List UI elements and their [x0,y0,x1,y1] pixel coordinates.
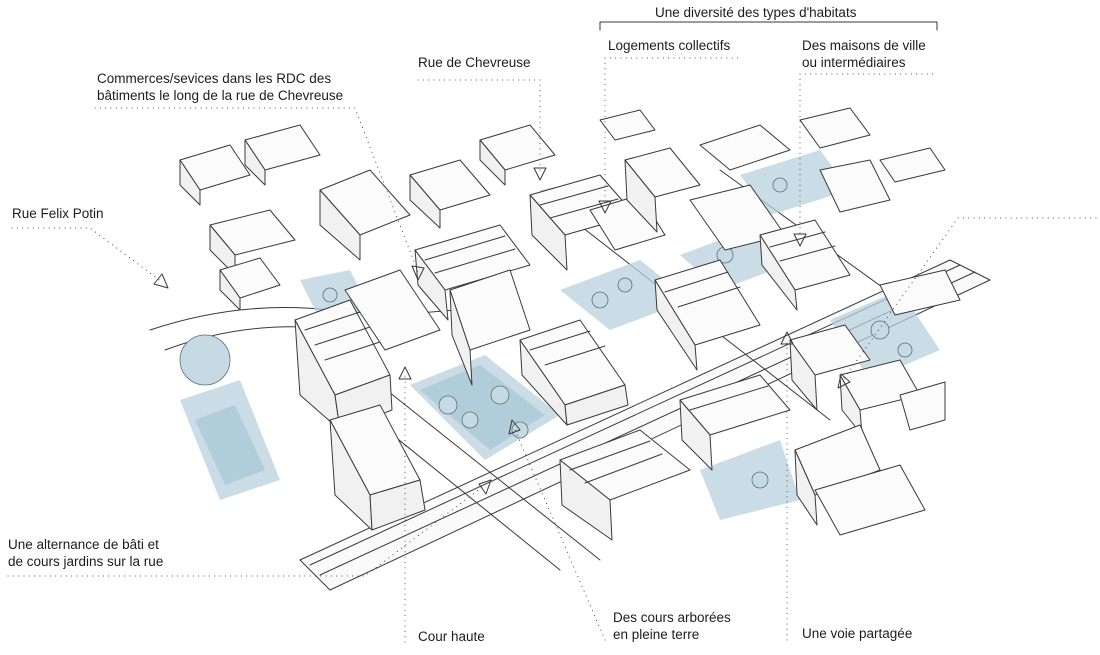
leader-lines [7,57,1097,643]
label-rue-chevreuse: Rue de Chevreuse [418,55,531,70]
arrowhead-cours-arborees [508,419,521,435]
arrowhead-alternance [478,479,492,495]
arrowhead-maisons [793,233,807,247]
roof-hatching [304,185,836,484]
arrowhead-voie-partagee [780,331,794,345]
bracket [599,21,938,31]
leader-logements [604,57,741,206]
trees [179,177,913,489]
arrowhead-commerces [411,265,425,281]
arrowhead-rue-chevreuse [533,167,547,181]
label-maisons-ville: Des maisons de ville ou intermédiaires [802,38,926,70]
arrowhead-cour-haute [398,366,412,380]
leader-right [842,217,1097,381]
label-alternance: Une alternance de bâti et de cours jardi… [8,537,164,569]
label-rue-felix-potin: Rue Felix Potin [12,206,104,221]
arrowhead-logements [598,200,612,214]
label-commerces: Commerces/sevices dans les RDC des bâtim… [97,71,344,103]
leader-felix-potin [11,227,163,283]
label-cour-haute: Cour haute [418,629,485,644]
arrowhead-felix-potin [153,273,169,289]
main-buildings [294,147,961,541]
leader-cours-arborees [514,429,606,641]
label-bracket-title: Une diversité des types d'habitats [655,5,857,20]
leader-rue-chevreuse [417,79,541,173]
arrowhead-right [837,373,851,389]
label-cours-arborees: Des cours arborées en pleine terre [613,610,731,642]
label-voie-partagee: Une voie partagée [802,626,913,641]
leader-commerces [94,107,419,273]
background-houses [179,107,946,311]
label-logements-collectifs: Logements collectifs [608,38,731,53]
